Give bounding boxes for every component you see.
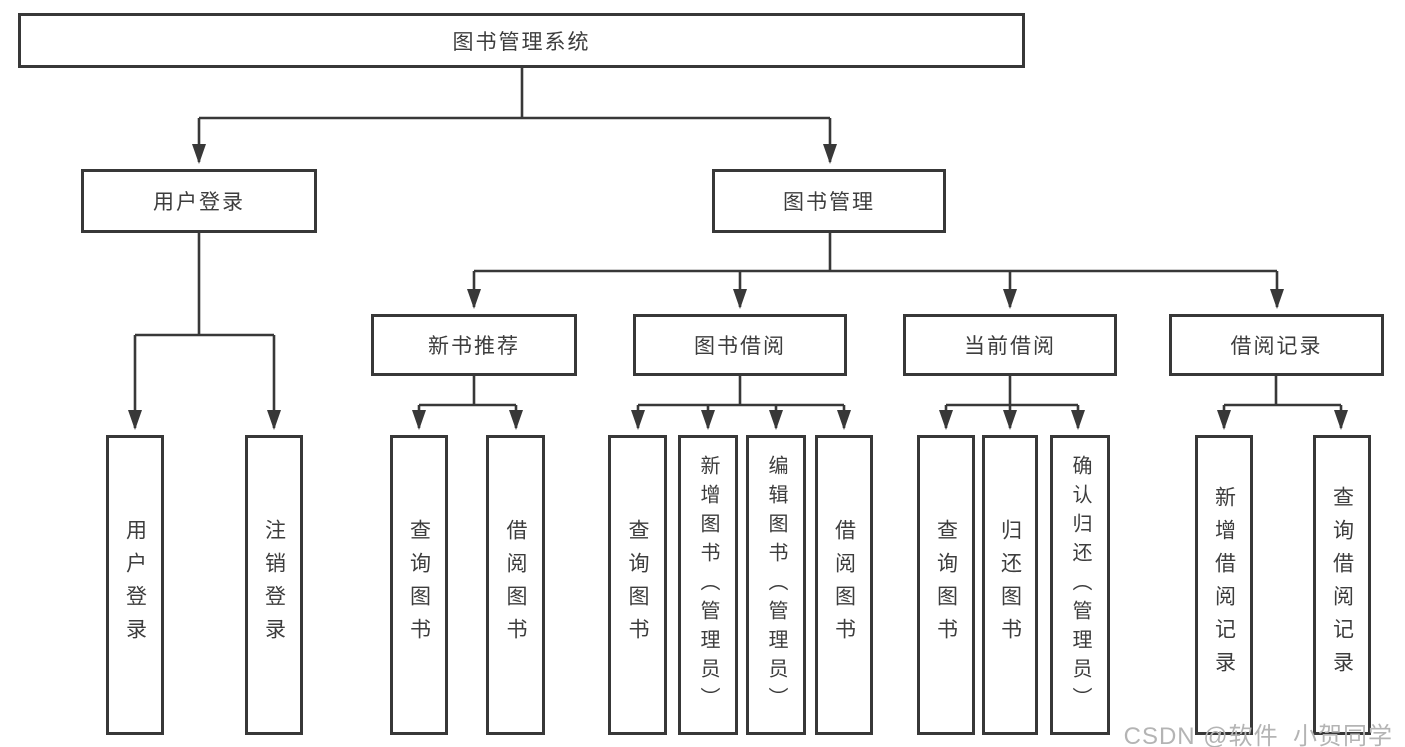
leaf-add-borrow-record: 新增借阅记录 (1195, 435, 1253, 735)
leaf-add-books-admin: 新增图书（管理员） (678, 435, 738, 735)
leaf-return-books: 归还图书 (982, 435, 1038, 735)
node-book-management: 图书管理 (712, 169, 946, 233)
node-system-root: 图书管理系统 (18, 13, 1025, 68)
leaf-search-books-recommend: 查询图书 (390, 435, 448, 735)
leaf-logout: 注销登录 (245, 435, 303, 735)
leaf-borrow-books: 借阅图书 (815, 435, 873, 735)
leaf-search-borrow-record: 查询借阅记录 (1313, 435, 1371, 735)
leaf-search-books-current: 查询图书 (917, 435, 975, 735)
node-current-borrowing: 当前借阅 (903, 314, 1117, 376)
csdn-watermark: CSDN @软件_小贺同学 (1123, 723, 1393, 747)
leaf-edit-books-admin: 编辑图书（管理员） (746, 435, 806, 735)
leaf-borrow-books-recommend: 借阅图书 (486, 435, 545, 735)
node-book-borrowing: 图书借阅 (633, 314, 847, 376)
node-borrow-records: 借阅记录 (1169, 314, 1384, 376)
leaf-search-books-borrow: 查询图书 (608, 435, 667, 735)
node-new-book-recommend: 新书推荐 (371, 314, 577, 376)
leaf-user-login: 用户登录 (106, 435, 164, 735)
leaf-confirm-return-admin: 确认归还（管理员） (1050, 435, 1110, 735)
node-user-login: 用户登录 (81, 169, 317, 233)
